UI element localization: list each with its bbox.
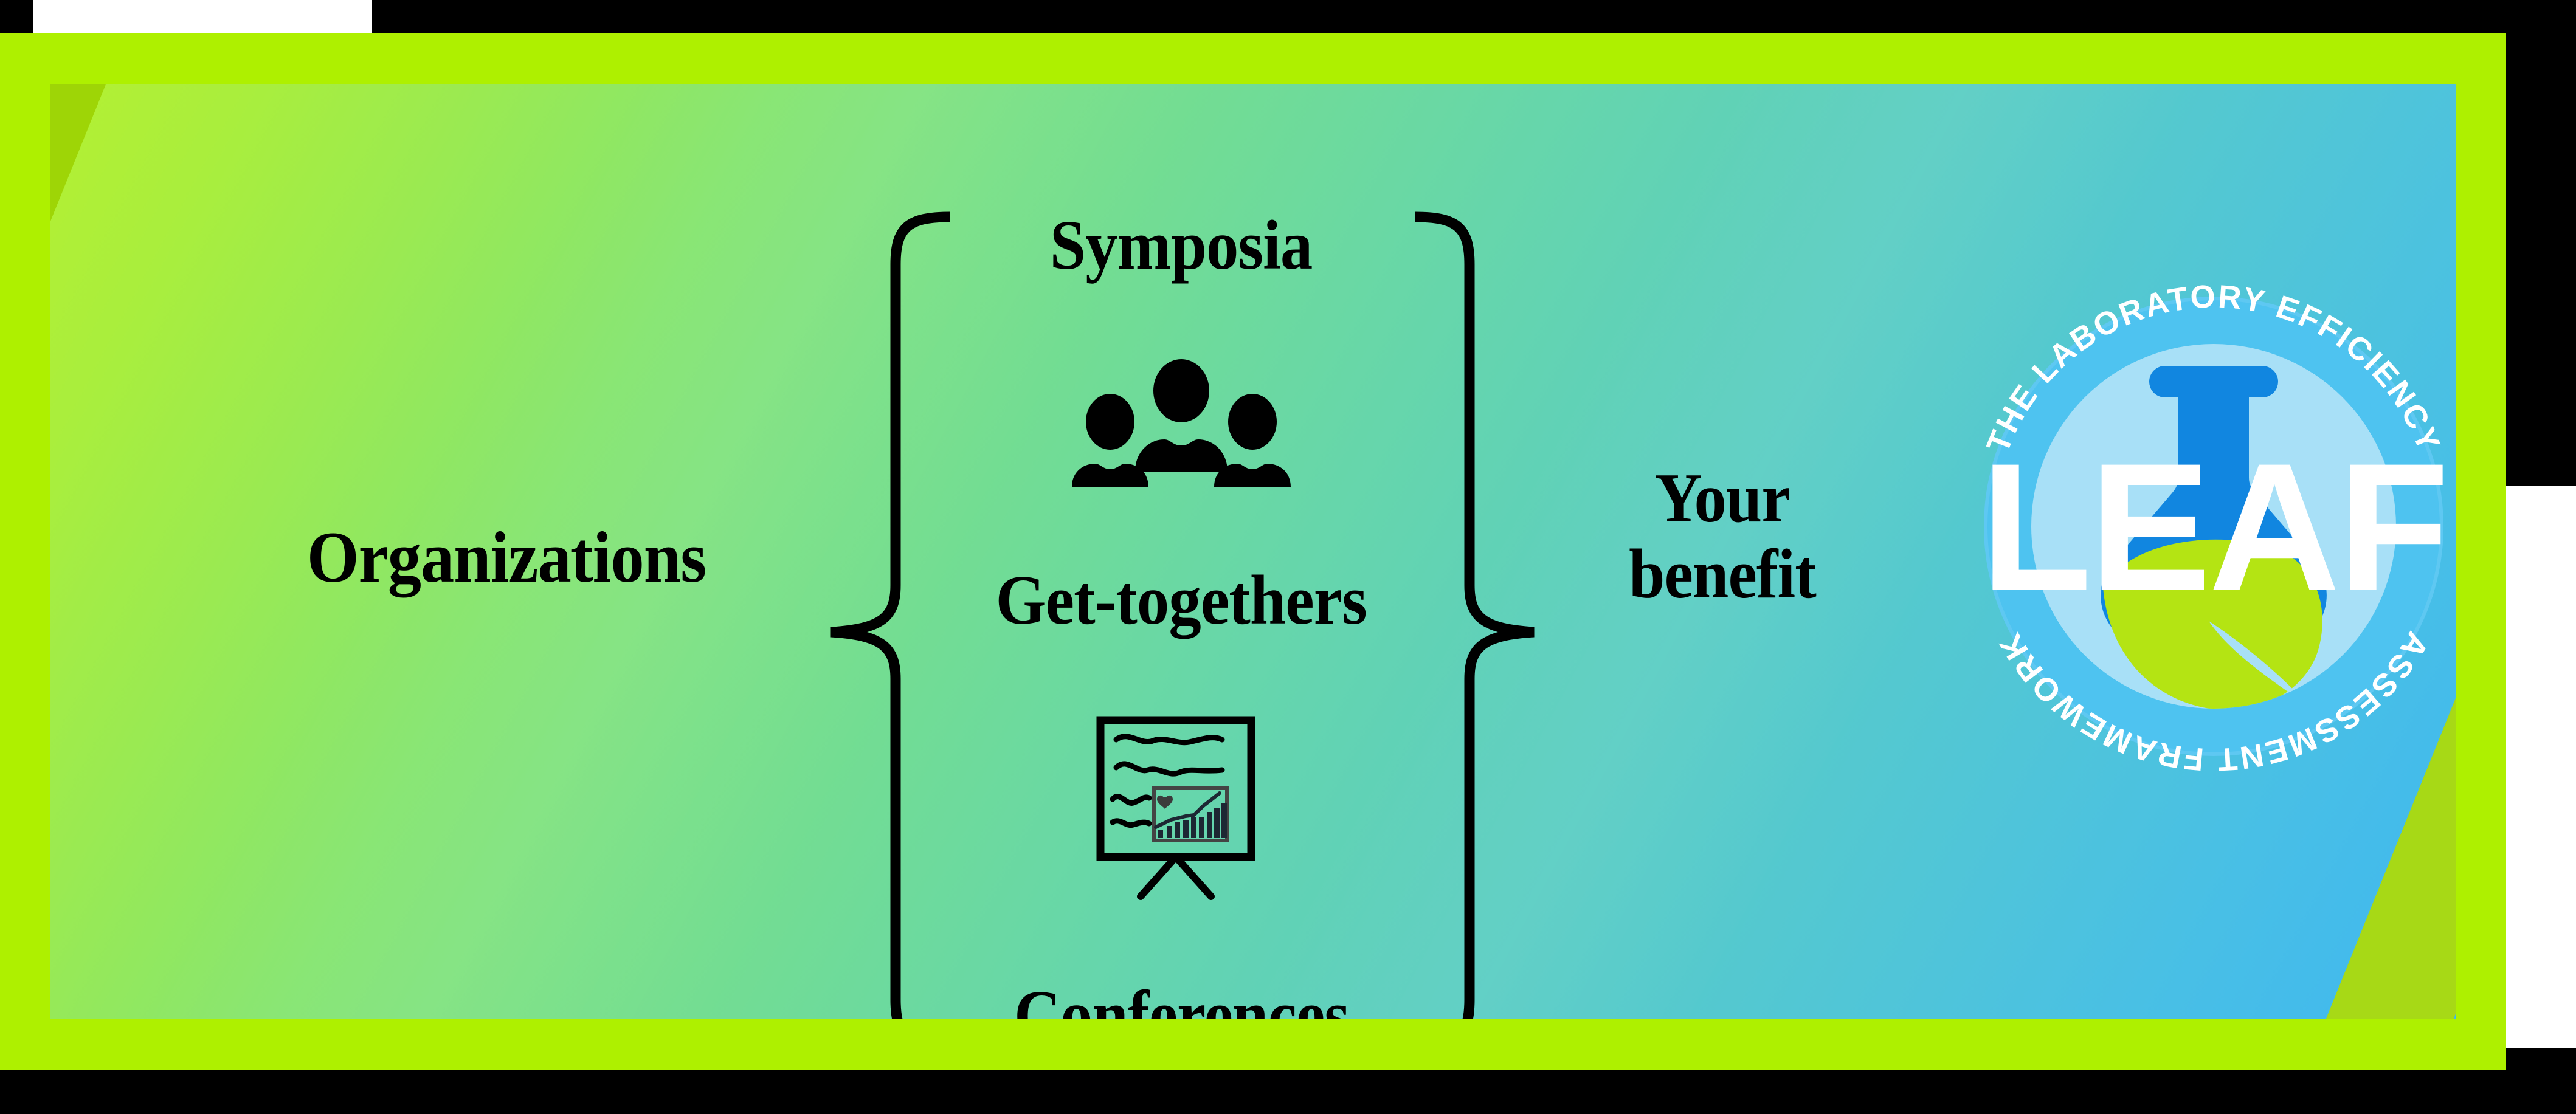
your-benefit-label: Your benefit [1566,459,1879,614]
decor-black-block-bottom-right [2506,1048,2576,1114]
brace-open-icon [830,211,951,1019]
decor-black-bar-bottom [0,1070,2576,1114]
item-label-symposia: Symposia [1050,207,1313,284]
your-benefit-line2: benefit [1629,535,1817,614]
leaf-wordmark: LEAF [1980,425,2447,629]
your-benefit-line1: Your [1655,459,1790,537]
brace-close-icon [1414,211,1535,1019]
people-group-icon [1072,359,1291,487]
decor-black-bar-top [372,0,2576,33]
gradient-panel: Organizations Symposia Get-togethers [50,84,2456,1019]
decor-black-block-top-right [2506,0,2576,486]
leaf-icon [2103,539,2322,709]
organizations-label: Organizations [306,517,707,597]
decor-diagonal-stripe-top-left [50,84,148,485]
item-label-conferences: Conferences [1013,977,1350,1019]
center-item-stack: Symposia Get-togethers [914,205,1449,1019]
presentation-board-chart-icon [1096,716,1255,900]
leaf-logo-badge: LEAF THE LABORATORY EFFICIENCY ASSESSMEN… [1946,259,2456,794]
item-label-get-togethers: Get-togethers [995,561,1367,639]
